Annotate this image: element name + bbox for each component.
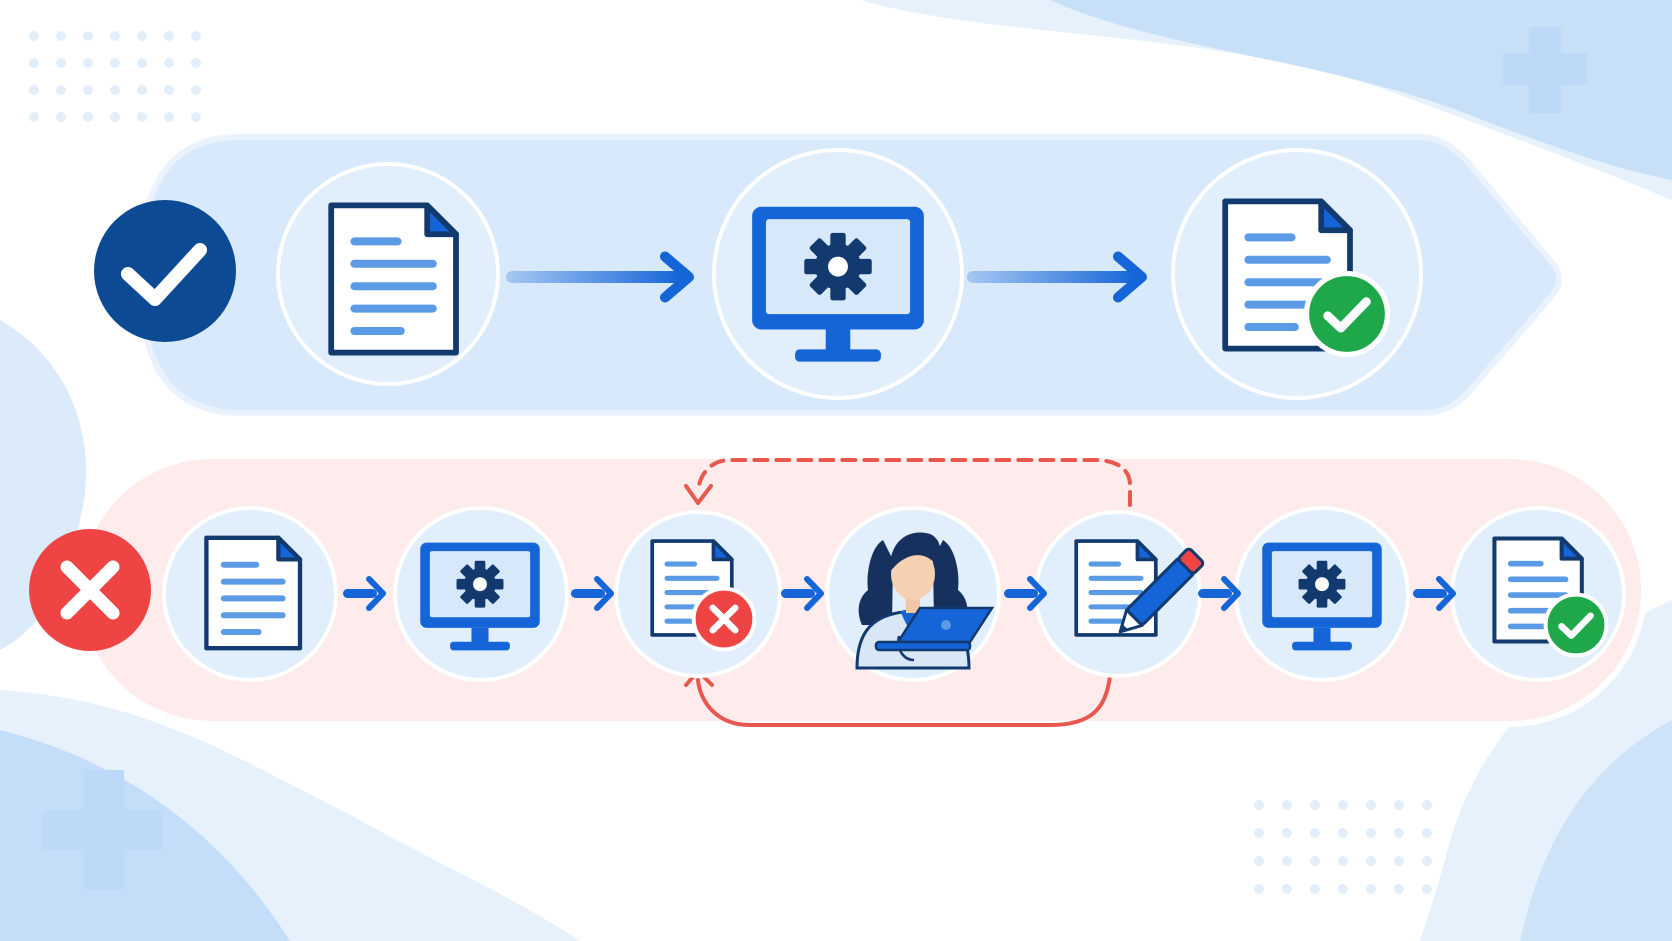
dot xyxy=(1310,856,1320,866)
document-edit-icon xyxy=(1074,539,1205,637)
dot xyxy=(110,112,120,122)
dot xyxy=(1282,856,1292,866)
dot xyxy=(137,58,147,68)
bottom-right-blob xyxy=(1420,600,1672,941)
dot xyxy=(164,112,174,122)
x-circle-icon xyxy=(29,529,151,651)
dot xyxy=(164,85,174,95)
dot xyxy=(137,85,147,95)
dot xyxy=(191,31,201,41)
dot xyxy=(137,112,147,122)
dot xyxy=(1254,856,1264,866)
dot xyxy=(83,112,93,122)
dot xyxy=(83,85,93,95)
flow-arrow xyxy=(506,257,689,298)
flow-arrow xyxy=(967,257,1142,298)
dot xyxy=(1282,884,1292,894)
dot xyxy=(1282,800,1292,810)
solid-return-arrow xyxy=(696,674,1112,727)
flow-arrow xyxy=(1198,576,1241,611)
dot xyxy=(110,31,120,41)
dot xyxy=(137,31,147,41)
dot xyxy=(1366,800,1376,810)
dot xyxy=(56,85,66,95)
dot xyxy=(1422,828,1432,838)
dot xyxy=(1366,884,1376,894)
dot xyxy=(1282,828,1292,838)
dot xyxy=(1422,884,1432,894)
dot xyxy=(29,112,39,122)
dot xyxy=(1394,884,1404,894)
dot xyxy=(1310,800,1320,810)
dot xyxy=(1254,800,1264,810)
check-circle-icon xyxy=(94,200,236,342)
dot xyxy=(1338,800,1348,810)
dot xyxy=(1422,800,1432,810)
plus-icon xyxy=(43,770,163,890)
dot xyxy=(1254,828,1264,838)
dot xyxy=(83,31,93,41)
dot xyxy=(1338,884,1348,894)
dot xyxy=(110,85,120,95)
dot xyxy=(29,58,39,68)
dot xyxy=(1422,856,1432,866)
flow-arrow xyxy=(781,576,824,611)
dot xyxy=(1394,800,1404,810)
dot xyxy=(1254,884,1264,894)
dot xyxy=(56,112,66,122)
dot xyxy=(1338,856,1348,866)
dot xyxy=(1338,828,1348,838)
dot xyxy=(83,58,93,68)
plus-icon xyxy=(1503,27,1587,113)
dot xyxy=(164,31,174,41)
flow-arrow xyxy=(1413,576,1456,611)
dot xyxy=(191,58,201,68)
top-right-blob xyxy=(860,0,1672,200)
document-icon xyxy=(206,538,300,648)
clinician-laptop-icon xyxy=(855,532,995,670)
dot xyxy=(191,112,201,122)
dot-grid xyxy=(1254,800,1432,894)
dot xyxy=(1366,856,1376,866)
dot xyxy=(29,85,39,95)
dot xyxy=(1394,856,1404,866)
dot xyxy=(56,31,66,41)
dot xyxy=(1310,884,1320,894)
document-icon xyxy=(331,205,456,352)
dot xyxy=(1310,828,1320,838)
dot xyxy=(164,58,174,68)
flow-arrow xyxy=(571,576,614,611)
dot xyxy=(191,85,201,95)
dot xyxy=(110,58,120,68)
dashed-return-arrow xyxy=(696,458,1132,507)
flow-arrow xyxy=(1004,576,1047,611)
dot xyxy=(29,31,39,41)
dot xyxy=(56,58,66,68)
dot-grid xyxy=(29,31,201,122)
dot xyxy=(1366,828,1376,838)
dot xyxy=(1394,828,1404,838)
flow-arrow xyxy=(343,576,386,611)
